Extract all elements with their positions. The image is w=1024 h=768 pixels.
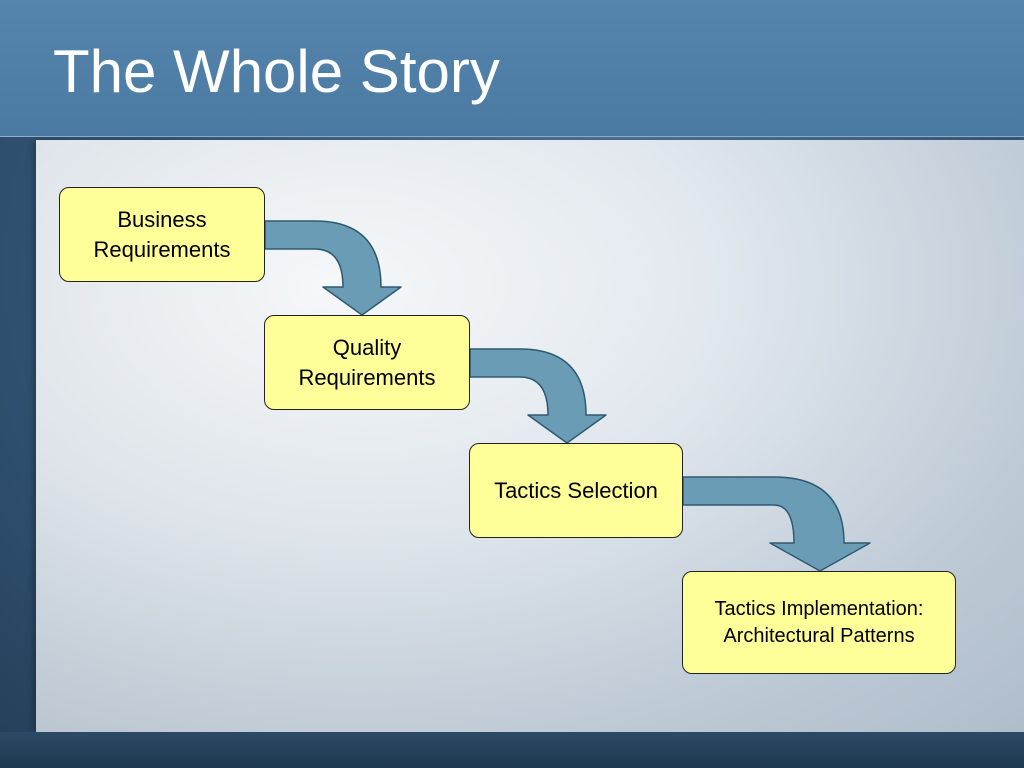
business-requirements-box: Business Requirements (59, 187, 265, 282)
step-label: Tactics Implementation: Architectural Pa… (714, 597, 924, 647)
curved-arrow-icon (682, 476, 871, 572)
curved-arrow-icon (264, 220, 402, 316)
slide-title: The Whole Story (53, 38, 500, 105)
bottom-strip (0, 732, 1024, 768)
tactics-implementation-box: Tactics Implementation: Architectural Pa… (682, 571, 956, 674)
step-label: Business Requirements (93, 206, 231, 262)
curved-arrow-icon (469, 348, 607, 444)
title-bar: The Whole Story (0, 0, 1024, 137)
quality-requirements-box: Quality Requirements (264, 315, 470, 410)
tactics-selection-box: Tactics Selection (469, 443, 683, 538)
step-label: Tactics Selection (494, 477, 658, 503)
step-label: Quality Requirements (298, 334, 436, 390)
